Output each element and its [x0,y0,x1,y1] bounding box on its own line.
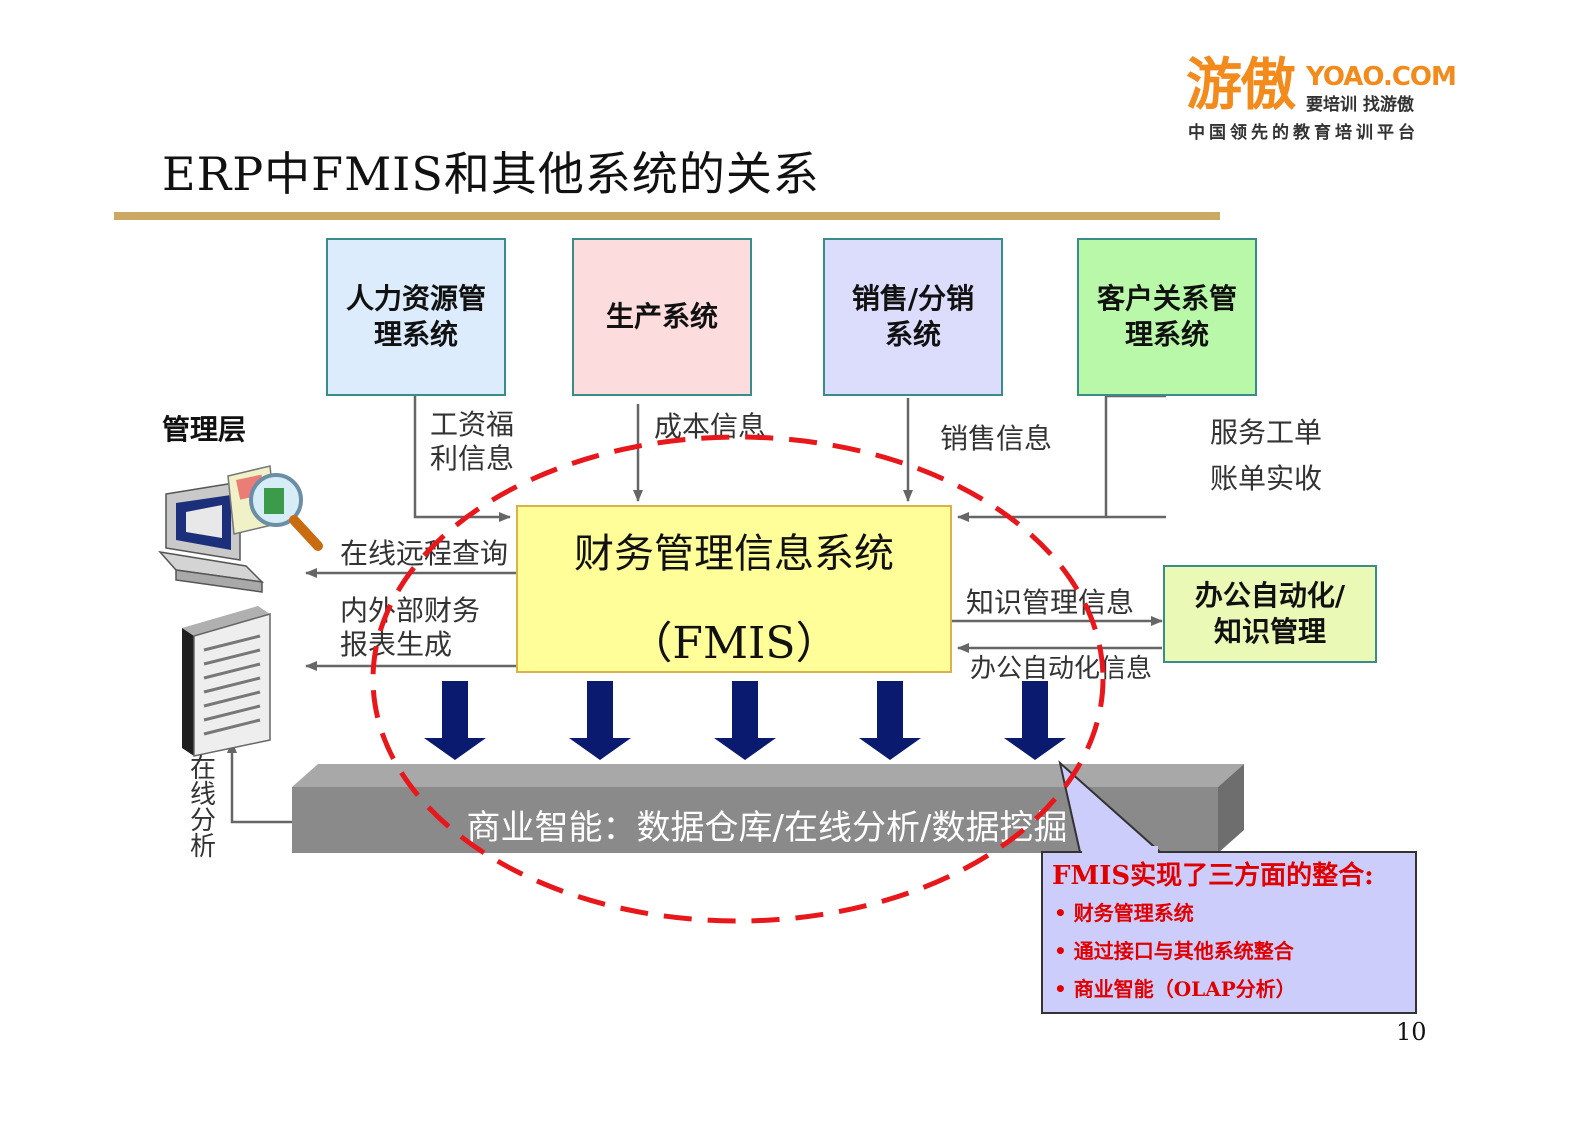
sales-system-label-2: 系统 [884,318,941,351]
page-number: 10 [1396,1018,1427,1046]
fmis-box: 财务管理信息系统 （FMIS） [516,505,952,673]
office-flow-label: 办公自动化信息 [970,654,1153,684]
computer-icon [158,465,323,593]
reports-label: 内外部财务 报表生成 [340,594,480,662]
reports-label-1: 内外部财务 [340,594,481,627]
hr-flow-label-2: 利信息 [430,442,515,475]
production-system-label-1: 生产系统 [605,300,718,333]
callout-item: • 财务管理系统 [1054,901,1194,925]
integration-arrows [424,681,1066,760]
callout-item: • 商业智能（OLAP分析） [1054,977,1296,1001]
down-arrow [424,681,486,760]
logo-main-text: 游傲 [1186,53,1296,118]
hr-system-label-2: 理系统 [373,318,458,351]
production-flow-label: 成本信息 [654,410,767,443]
down-arrow [1004,681,1066,760]
office-box-label-2: 知识管理 [1213,615,1326,648]
logo-slogan: 要培训 找游傲 [1306,95,1414,115]
hr-flow-label-1: 工资福 [430,408,515,441]
knowledge-flow-label: 知识管理信息 [966,586,1135,619]
document-stack-icon [182,606,271,757]
logo-domain: YOAO.COM [1306,62,1457,92]
management-layer-label: 管理层 [162,413,247,446]
callout-title: FMIS实现了三方面的整合: [1052,861,1374,891]
fmis-name: 财务管理信息系统 [574,531,894,577]
sales-flow-label: 销售信息 [940,422,1053,455]
slide-title: ERP中FMIS和其他系统的关系 [162,147,820,201]
callout-box [1041,760,1417,1014]
sales-system-label-1: 销售/分销 [851,282,975,315]
crm-flow-label-1: 服务工单 [1210,416,1323,449]
fmis-abbr: （FMIS） [628,618,840,669]
analysis-flow-line [227,741,292,824]
hr-system-label-1: 人力资源管 [345,282,486,315]
reports-label-2: 报表生成 [340,628,453,661]
sales-system-box: 销售/分销系统 [823,238,1003,396]
crm-system-box: 客户关系管理系统 [1077,238,1257,396]
crm-flow-label-2: 账单实收 [1210,462,1323,495]
title-divider [114,212,1220,220]
down-arrow [569,681,631,760]
crm-system-label-1: 客户关系管 [1096,282,1237,315]
hr-system-box: 人力资源管理系统 [326,238,506,396]
callout-content: FMIS实现了三方面的整合: • 财务管理系统 • 通过接口与其他系统整合 • … [1052,858,1412,1008]
crm-flow-line [957,394,1166,522]
down-arrow [714,681,776,760]
online-analysis-label: 在线分析 [189,754,216,862]
callout-item: • 通过接口与其他系统整合 [1054,939,1294,963]
bi-bar-label: 商业智能：数据仓库/在线分析/数据挖掘 [466,808,1068,848]
company-logo: 游傲 YOAO.COM 要培训 找游傲 中国领先的教育培训平台 [1186,53,1457,146]
office-box-label-1: 办公自动化/ [1194,579,1346,612]
hr-flow-label: 工资福 利信息 [430,408,514,476]
online-query-label: 在线远程查询 [340,537,509,570]
production-system-box: 生产系统 [572,238,752,396]
down-arrow [859,681,921,760]
crm-flow-label: 服务工单 账单实收 [1210,410,1322,502]
logo-tagline: 中国领先的教育培训平台 [1188,123,1419,143]
crm-system-label-2: 理系统 [1124,318,1209,351]
office-automation-box: 办公自动化/知识管理 [1163,565,1377,663]
